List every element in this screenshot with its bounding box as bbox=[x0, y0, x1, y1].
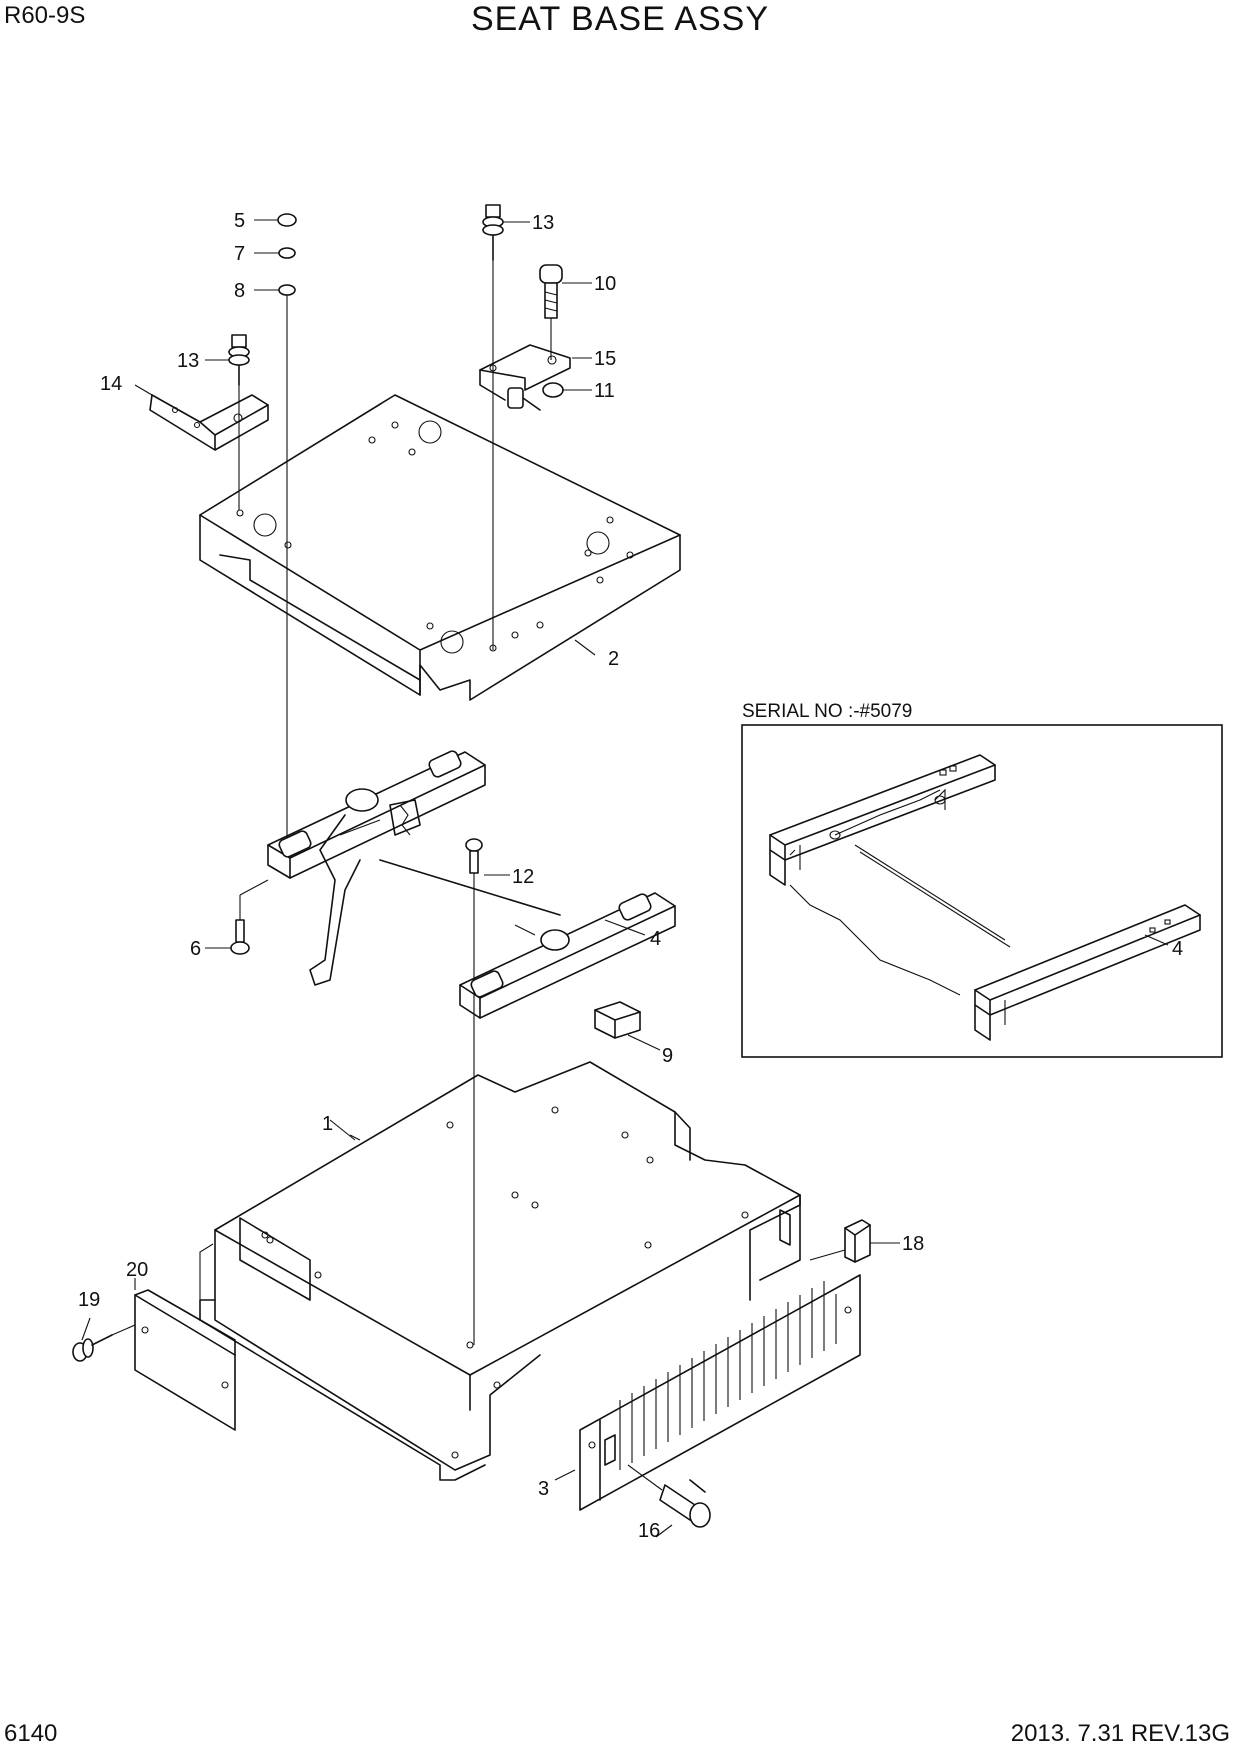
release-cable bbox=[379, 859, 561, 916]
bolt-12 bbox=[465, 838, 510, 876]
part-label-4: 4 bbox=[650, 928, 661, 950]
bolt-13-left bbox=[205, 334, 250, 510]
part-label-8: 8 bbox=[234, 280, 245, 302]
side-plate-20-part bbox=[134, 1278, 236, 1431]
part-label-15: 15 bbox=[594, 348, 616, 370]
part-label-12: 12 bbox=[512, 866, 534, 888]
part-label-2: 2 bbox=[608, 648, 619, 670]
part-label-11: 11 bbox=[594, 380, 615, 402]
inset-part-label-4: 4 bbox=[1172, 938, 1183, 960]
serial-inset-panel: SERIAL NO :-#5079 4 bbox=[741, 701, 1223, 1058]
part-label-14: 14 bbox=[100, 373, 122, 395]
bracket-14-part bbox=[149, 394, 269, 451]
part-label-9: 9 bbox=[662, 1045, 673, 1067]
clip-18-part bbox=[809, 1219, 900, 1263]
bolt-6 bbox=[205, 879, 269, 955]
part-label-13-left: 13 bbox=[177, 350, 199, 372]
hardware-nut-washers bbox=[254, 213, 297, 545]
slide-rail-right bbox=[379, 859, 676, 1019]
part-label-19: 19 bbox=[78, 1289, 100, 1311]
leader-lines bbox=[134, 384, 646, 1481]
model-code: R60-9S bbox=[4, 2, 86, 29]
part-label-3: 3 bbox=[538, 1478, 549, 1500]
seat-plate-part bbox=[199, 394, 681, 701]
slide-rail-left bbox=[267, 750, 486, 986]
page-number: 6140 bbox=[4, 1720, 58, 1747]
part-label-20: 20 bbox=[126, 1259, 148, 1281]
page-title: SEAT BASE ASSY bbox=[470, 0, 770, 38]
revision-date: 2013. 7.31 REV.13G bbox=[1010, 1720, 1230, 1747]
bolt-10-nut-11 bbox=[539, 264, 592, 398]
seat-base-box-part bbox=[199, 1061, 801, 1481]
cover-plate-3-part bbox=[579, 1274, 861, 1511]
part-label-6: 6 bbox=[190, 938, 201, 960]
part-label-1: 1 bbox=[322, 1113, 333, 1135]
serial-number-label: SERIAL NO :-#5079 bbox=[742, 701, 912, 722]
part-label-5: 5 bbox=[234, 210, 245, 232]
clip-9-part bbox=[594, 1001, 661, 1051]
part-label-18: 18 bbox=[902, 1233, 924, 1255]
bolt-19 bbox=[72, 1317, 136, 1362]
part-label-13-right: 13 bbox=[532, 212, 554, 234]
part-label-16: 16 bbox=[638, 1520, 660, 1542]
bolt-16 bbox=[627, 1464, 711, 1538]
part-label-10: 10 bbox=[594, 273, 616, 295]
part-label-7: 7 bbox=[234, 243, 245, 265]
bolt-13-right bbox=[482, 204, 530, 650]
